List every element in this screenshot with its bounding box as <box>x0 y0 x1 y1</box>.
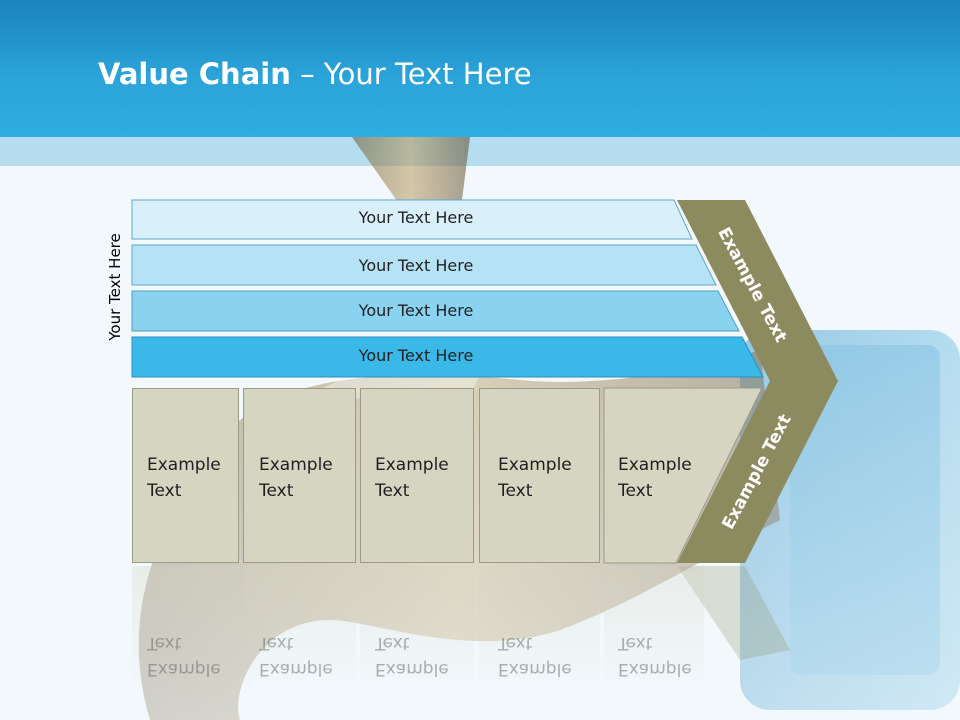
box-reflection-3 <box>360 566 474 694</box>
support-bar-4-label: Your Text Here <box>358 346 474 365</box>
box-reflection-1 <box>132 566 239 694</box>
slide-title-bold: Value Chain <box>98 57 291 91</box>
primary-activity-box-1 <box>132 388 239 563</box>
box-reflection-2-text: Example Text <box>259 633 333 679</box>
primary-activity-box-2-text: Example Text <box>259 455 333 501</box>
box-reflection-1-text: Example Text <box>147 633 221 679</box>
slide-title-rest: – Your Text Here <box>290 57 532 91</box>
support-bar-3-label: Your Text Here <box>358 301 474 320</box>
primary-activity-box-1-text: Example Text <box>147 455 221 501</box>
box-reflection-4-text: Example Text <box>498 633 572 679</box>
box-reflection-3-text: Example Text <box>375 633 449 679</box>
primary-activity-box-2 <box>243 388 356 563</box>
primary-activity-box-5-text: Example Text <box>618 455 692 501</box>
slide-title: Value Chain – Your Text Here <box>98 56 532 92</box>
box-reflection-5 <box>604 566 704 694</box>
primary-activity-box-4 <box>479 388 600 563</box>
box-reflection-5-text: Example Text <box>618 633 692 679</box>
support-bar-2-label: Your Text Here <box>358 256 474 275</box>
box-reflection-4 <box>479 566 600 694</box>
primary-activity-box-4-text: Example Text <box>498 455 572 501</box>
box-reflection-2 <box>243 566 356 694</box>
title-bar: Value Chain – Your Text Here <box>0 0 960 137</box>
primary-activity-box-3 <box>360 388 474 563</box>
support-bar-1-label: Your Text Here <box>358 208 474 227</box>
vertical-axis-label: Your Text Here <box>106 233 124 341</box>
primary-activity-box-3-text: Example Text <box>375 455 449 501</box>
